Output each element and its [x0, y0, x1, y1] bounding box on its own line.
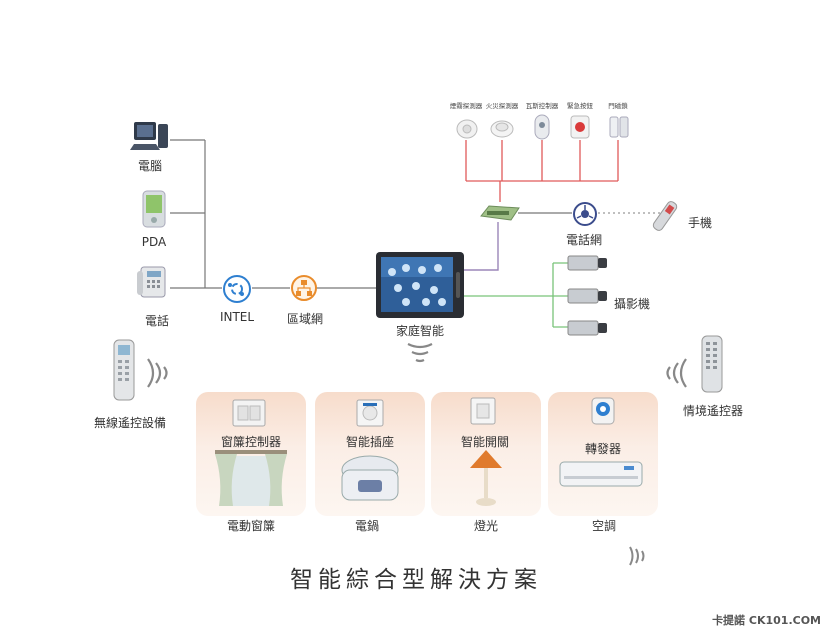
rice-cooker-icon — [341, 455, 399, 501]
computer-icon — [130, 122, 168, 150]
camera-label: 攝影機 — [614, 297, 651, 311]
sensor-label-gas: 瓦斯控制器 — [525, 102, 559, 110]
smart-switch-icon — [470, 397, 496, 425]
watermark: 卡提諾 CK101.COM — [712, 614, 821, 627]
lan-icon — [291, 275, 317, 301]
intel-icon — [223, 275, 251, 303]
repeater-icon — [591, 397, 615, 425]
sensor-lines — [465, 140, 619, 202]
tel-network-icon — [573, 202, 597, 226]
wireless-remote-icon — [113, 339, 135, 401]
telephone-label: 電話 — [144, 314, 170, 328]
gateway-icon — [480, 205, 520, 221]
sensor-label-door: 門磁鎖 — [608, 102, 628, 110]
curtain-controller-icon — [232, 399, 266, 427]
card-switch-top-label: 智能開關 — [460, 435, 510, 449]
bottom-signal-icon — [629, 546, 645, 566]
smart-socket-icon — [356, 399, 384, 427]
camera-icon — [567, 255, 607, 271]
camera-lines — [463, 262, 570, 328]
scene-remote-label: 情境遙控器 — [682, 404, 744, 418]
fire-detector-icon — [490, 120, 514, 138]
mobile-phone-icon — [652, 201, 678, 231]
door-sensor-icon — [609, 116, 629, 138]
gateway-link-line — [463, 222, 499, 271]
intel-label: INTEL — [219, 310, 255, 324]
card-switch-bottom-label: 燈光 — [473, 519, 499, 533]
scene-remote-icon — [701, 335, 723, 393]
tel-network-label: 電話網 — [565, 233, 603, 247]
sensor-label-emergency: 緊急按鈕 — [567, 102, 593, 110]
air-conditioner-icon — [559, 461, 643, 487]
emergency-button-icon — [570, 115, 590, 139]
wireless-remote-label: 無線遙控設備 — [93, 416, 167, 430]
sensor-label-smoke: 煙霧探測器 — [449, 102, 483, 110]
diagram-title: 智能綜合型解決方案 — [290, 567, 542, 593]
card-socket-top-label: 智能插座 — [345, 435, 395, 449]
home-panel-label: 家庭智能 — [395, 324, 445, 338]
smoke-detector-icon — [456, 119, 478, 139]
left-signal-icon — [147, 358, 168, 388]
curtain-icon — [215, 450, 287, 506]
camera-icon — [567, 288, 607, 304]
camera-icon — [567, 320, 607, 336]
right-signal-icon — [666, 358, 687, 388]
left-bus-lines — [170, 139, 376, 289]
panel-signal-icon — [407, 343, 433, 363]
home-panel-icon — [376, 252, 464, 318]
lan-label: 區域網 — [286, 312, 324, 326]
pda-label: PDA — [141, 235, 167, 249]
telephone-icon — [137, 266, 166, 298]
sensor-label-fire: 火災探測器 — [485, 102, 519, 110]
mobile-label: 手機 — [688, 216, 713, 230]
gas-controller-icon — [534, 114, 550, 140]
lamp-icon — [470, 450, 502, 506]
card-curtain-top-label: 窗簾控制器 — [220, 435, 282, 449]
card-relay-top-label: 轉發器 — [584, 442, 622, 456]
pda-icon — [142, 190, 166, 228]
computer-label: 電腦 — [137, 159, 163, 173]
card-socket-bottom-label: 電鍋 — [354, 519, 380, 533]
card-curtain-bottom-label: 電動窗簾 — [226, 519, 276, 533]
card-relay-bottom-label: 空調 — [591, 519, 617, 533]
